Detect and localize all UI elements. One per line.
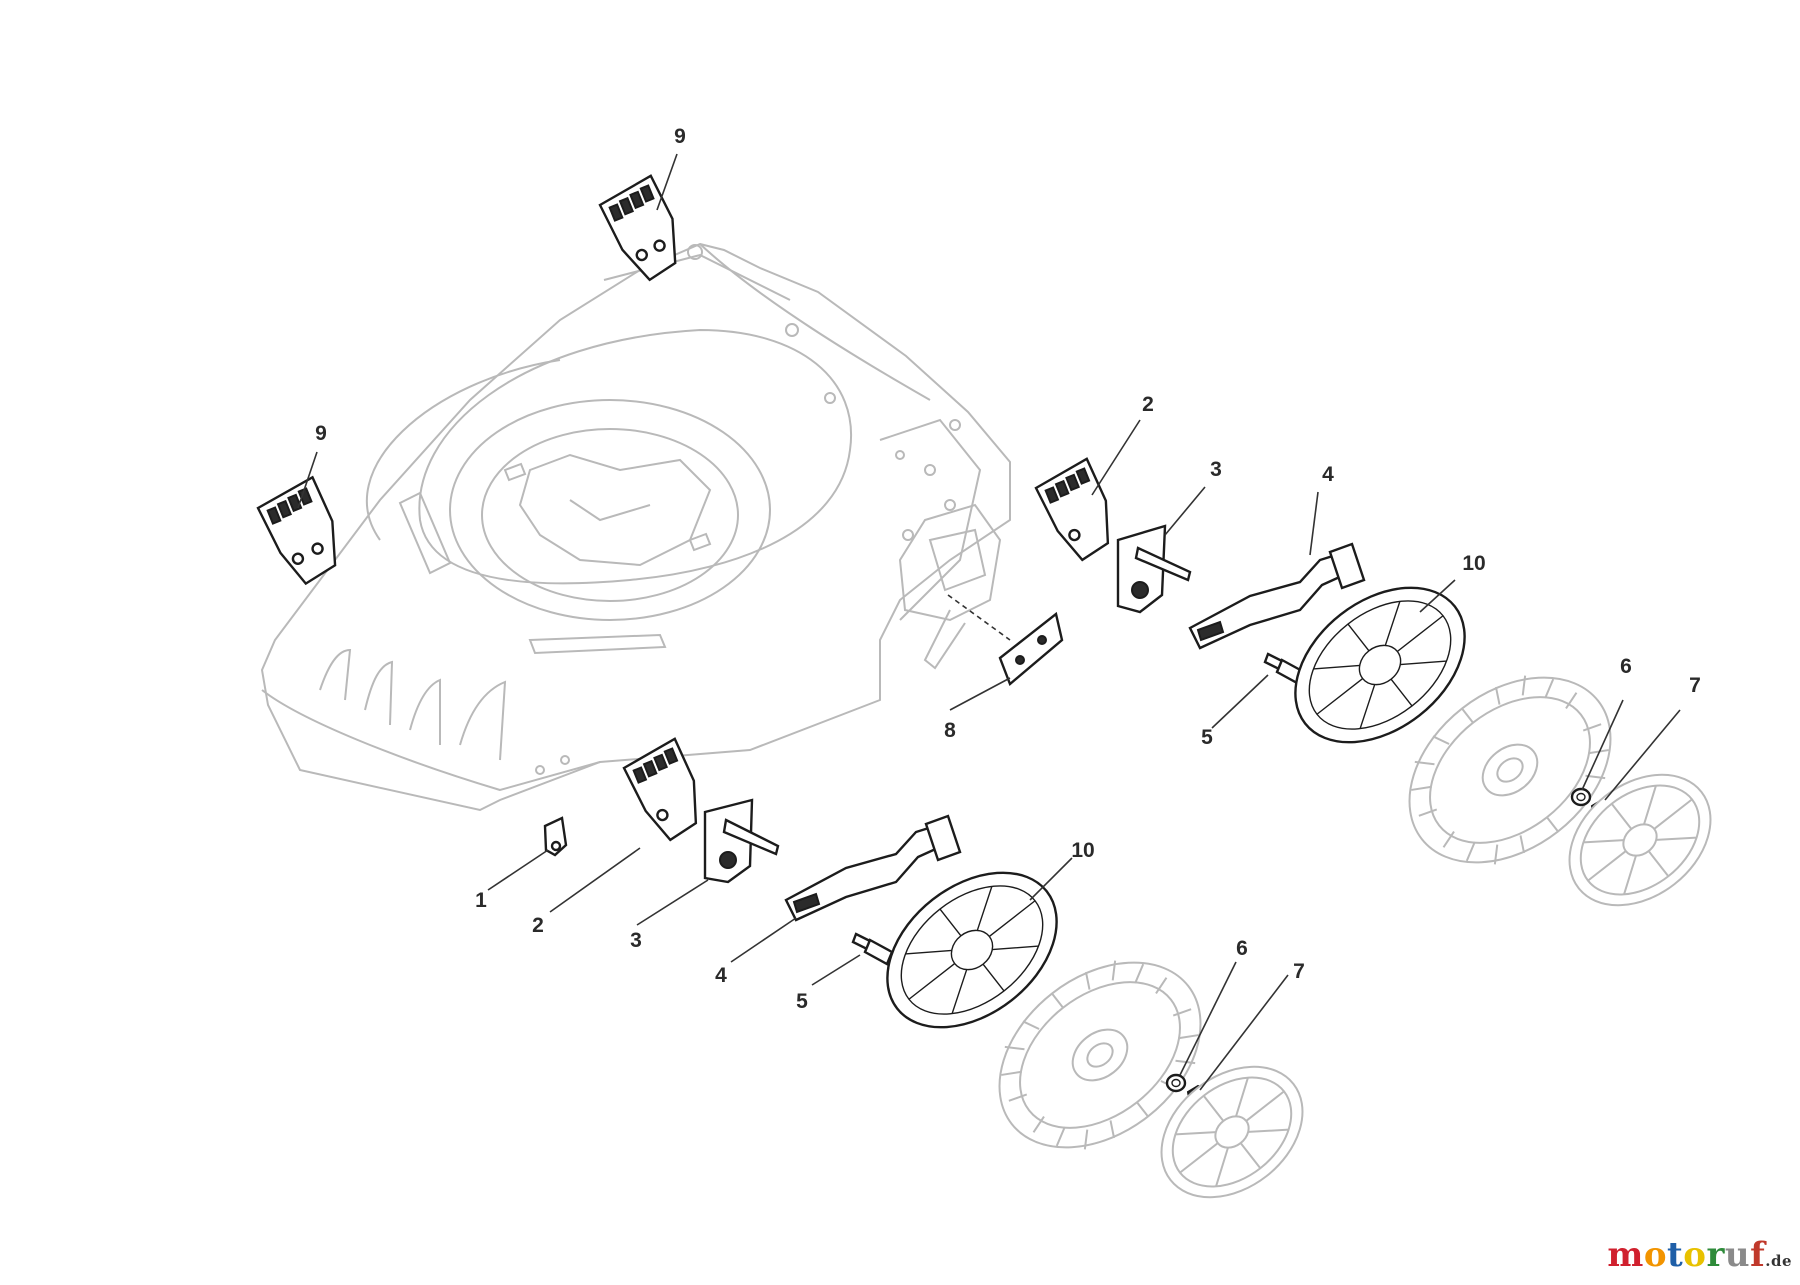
callout-2-right: 2 <box>1142 393 1154 416</box>
callout-10-right: 10 <box>1462 552 1485 575</box>
axle-arm-right <box>1188 542 1366 650</box>
callout-9-upper: 9 <box>674 125 686 148</box>
callout-2-front: 2 <box>532 914 544 937</box>
wheel-front <box>998 960 1202 1150</box>
mower-deck <box>260 242 1011 812</box>
callout-7-front: 7 <box>1293 960 1305 983</box>
washer-right <box>1570 787 1592 807</box>
logo-letter: f <box>1750 1235 1766 1275</box>
callout-3-front: 3 <box>630 929 642 952</box>
pivot-bracket-right <box>1116 524 1192 614</box>
wheel-right <box>1408 675 1612 865</box>
callout-3-right: 3 <box>1210 458 1222 481</box>
logo-letter: m <box>1607 1235 1644 1275</box>
callout-1: 1 <box>475 889 487 912</box>
height-plate-upper <box>598 174 677 282</box>
callout-5-right: 5 <box>1201 726 1213 749</box>
hub-cover-front <box>886 871 1058 1029</box>
logo-letter: t <box>1667 1235 1684 1275</box>
bolt-front <box>851 932 894 966</box>
pivot-bracket-front <box>703 798 780 884</box>
callout-10-front: 10 <box>1071 839 1094 862</box>
callout-6-front: 6 <box>1236 937 1248 960</box>
clip <box>543 816 568 857</box>
hubcap-front <box>1160 1065 1304 1199</box>
logo-suffix: .de <box>1765 1252 1792 1270</box>
logo-letter: o <box>1643 1235 1668 1275</box>
axle-arm-front <box>784 814 962 922</box>
callout-4-right: 4 <box>1322 463 1334 486</box>
logo-letter: o <box>1683 1235 1707 1275</box>
slide-plate <box>947 594 1064 687</box>
height-plate-right <box>1034 457 1110 562</box>
hub-cover-right <box>1294 586 1466 744</box>
callout-6-right: 6 <box>1620 655 1632 678</box>
logo-letter: r <box>1706 1235 1725 1275</box>
callout-8: 8 <box>944 719 956 742</box>
callout-9-left: 9 <box>315 422 327 445</box>
callouts: 9 9 2 3 4 10 5 6 7 8 1 2 3 4 5 10 6 7 <box>315 125 1701 1013</box>
washer-front <box>1165 1073 1187 1093</box>
leader-lines <box>297 153 1681 1091</box>
motoruf-logo-watermark: motoruf.de <box>1607 1235 1792 1275</box>
callout-4-front: 4 <box>715 964 727 987</box>
logo-letter: u <box>1724 1235 1751 1275</box>
callout-5-front: 5 <box>796 990 808 1013</box>
height-plate-left <box>256 475 337 586</box>
callout-7-right: 7 <box>1689 674 1701 697</box>
hubcap-right <box>1568 773 1712 907</box>
height-plate-front <box>622 737 698 842</box>
